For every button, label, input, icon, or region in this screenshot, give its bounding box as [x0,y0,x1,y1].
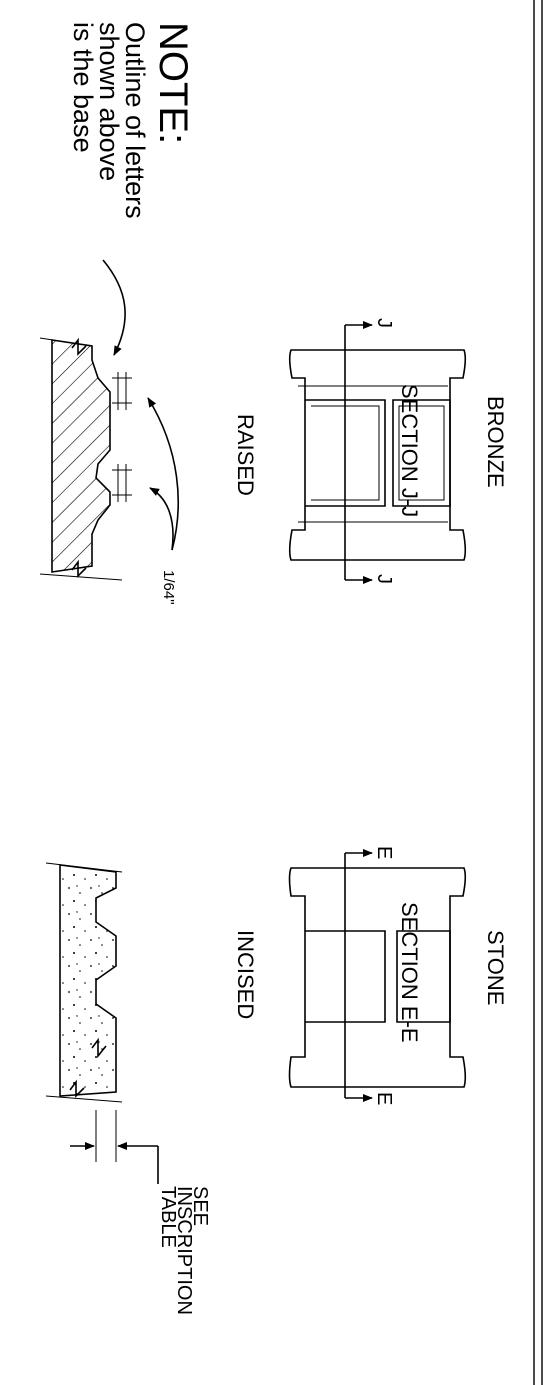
note-line-1: Outline of letters [120,22,150,219]
stone-callout-line-1: SEE [189,1186,211,1226]
stone-section-profile [45,862,123,1103]
note-line-3: is the base [68,22,98,153]
stone-material-label: STONE [483,930,508,1005]
stone-callout-line-3: TABLE [157,1186,179,1248]
bronze-dimension-leader-2 [149,487,174,551]
stone-depth-dimension [70,1110,159,1184]
bronze-raised-letter [288,349,467,561]
stone-section-title: SECTION E-E [397,902,422,1043]
bronze-section-title: SECTION J-J [397,384,422,517]
bronze-cut-mark-top: J [373,318,395,328]
stone-finish-label: INCISED [233,930,258,1019]
bronze-section-profile [39,337,132,581]
stone-incised-letter [288,867,467,1088]
note-block: NOTE: Outline of letters shown above is … [68,22,195,219]
bronze-finish-label: RAISED [233,414,258,496]
bronze-cut-mark-bottom: J [373,574,395,584]
bronze-material-label: BRONZE [483,396,508,488]
note-leader-line [102,259,126,356]
note-heading: NOTE: [151,22,195,144]
stone-cut-mark-top: E [373,846,395,859]
stone-callout-line-2: INSCRIPTION [173,1186,195,1315]
stone-section-line [344,849,373,1102]
bronze-dimension-label: 1/64" [160,570,177,605]
stone-callout: SEE INSCRIPTION TABLE [157,1186,211,1315]
stone-cut-mark-bottom: E [373,1092,395,1105]
note-line-2: shown above [94,22,124,181]
bronze-dimension-leader-1 [147,397,179,551]
bronze-section-line [344,321,373,584]
